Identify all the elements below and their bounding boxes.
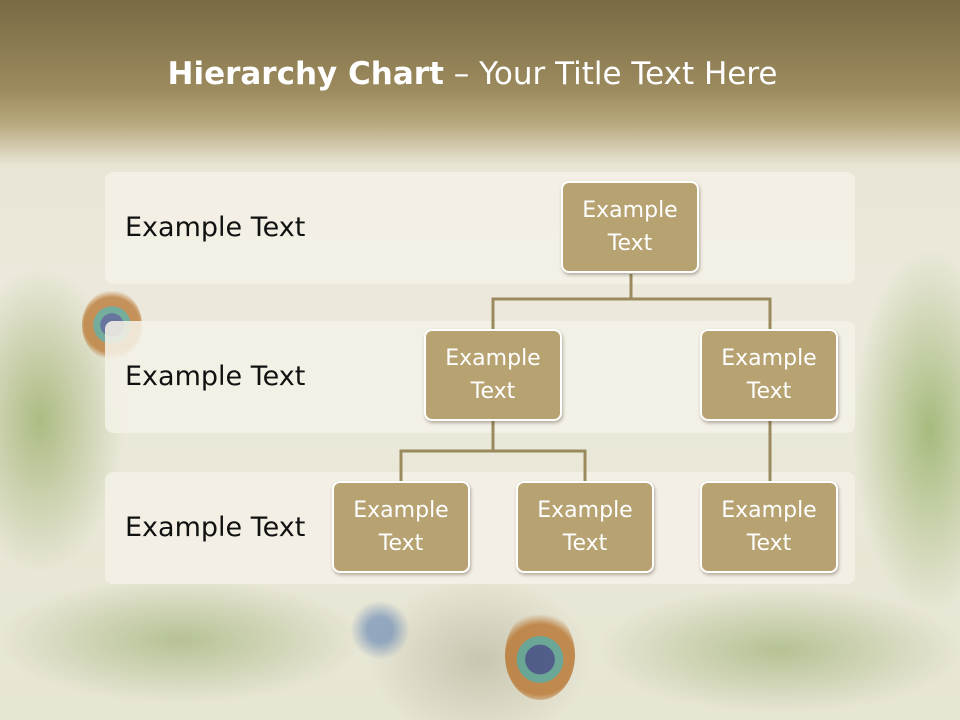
- level-label: Example Text: [125, 361, 306, 392]
- level-label: Example Text: [125, 512, 306, 543]
- level-band-1: Example Text: [105, 172, 855, 284]
- title-bold: Hierarchy Chart: [167, 56, 444, 92]
- node-mid-right[interactable]: Example Text: [700, 329, 838, 421]
- feather-eye: [350, 600, 410, 660]
- connector-midleft-children: [399, 421, 587, 481]
- feather-eye: [505, 610, 575, 700]
- title-banner: [0, 0, 960, 165]
- page-title: Hierarchy Chart – Your Title Text Here: [0, 52, 945, 96]
- node-leaf-1[interactable]: Example Text: [332, 481, 470, 573]
- node-leaf-2[interactable]: Example Text: [516, 481, 654, 573]
- level-label: Example Text: [125, 212, 306, 243]
- node-leaf-3[interactable]: Example Text: [700, 481, 838, 573]
- connector-root-children: [491, 274, 772, 329]
- title-rest: – Your Title Text Here: [443, 56, 778, 92]
- node-mid-left[interactable]: Example Text: [424, 329, 562, 421]
- node-root[interactable]: Example Text: [561, 181, 699, 273]
